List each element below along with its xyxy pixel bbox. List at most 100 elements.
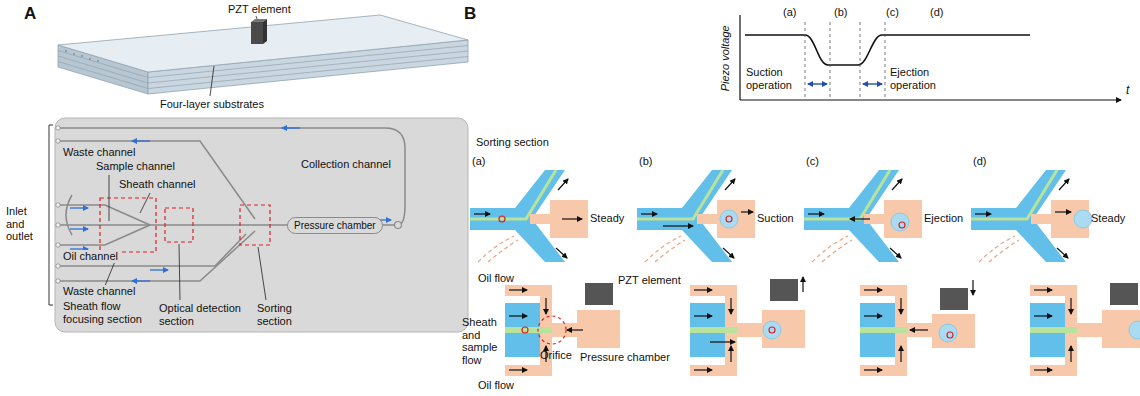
circle-shape: [56, 264, 60, 268]
label: PZT element: [618, 274, 681, 287]
pressure-chamber: [530, 200, 588, 238]
line-shape: [860, 22, 861, 100]
flow-arrow: [694, 315, 712, 316]
label: Waste channel: [62, 146, 136, 159]
label: Pressure chamber: [580, 351, 670, 364]
flow-arrow: [1034, 289, 1052, 290]
oil-channel: [478, 236, 518, 262]
line-shape: [258, 247, 266, 300]
rect-shape: [251, 22, 263, 44]
pzt-element: [940, 288, 968, 310]
flow-arrow: [556, 248, 567, 258]
flow-arrow: [725, 179, 735, 190]
path-shape: [57, 234, 246, 266]
line-shape: [808, 83, 827, 84]
flow-arrow: [802, 277, 803, 292]
circle-shape: [56, 279, 60, 283]
path-shape: [57, 231, 255, 281]
cell: [769, 327, 775, 333]
path-shape: [70, 207, 88, 208]
flow-arrow: [1070, 298, 1071, 314]
flow-arrow: [975, 213, 991, 214]
sample-stream: [971, 170, 1057, 219]
path-shape: [282, 127, 300, 128]
path-shape: [57, 205, 150, 225]
sample-stream: [804, 170, 890, 219]
label: Sorting section: [256, 302, 304, 327]
flow-arrow: [850, 218, 870, 219]
flow-arrow: [723, 248, 734, 258]
label: Suction: [757, 212, 794, 225]
flow-arrow: [562, 218, 582, 219]
label: Steady: [590, 212, 624, 225]
circle-shape: [56, 139, 60, 143]
flow-arrow: [474, 213, 490, 214]
rect-shape: [55, 118, 468, 332]
line-shape: [109, 175, 110, 221]
oil-channel: [979, 236, 1019, 262]
rect-shape: [165, 208, 193, 242]
path-shape: [57, 128, 405, 225]
label: (d): [973, 155, 986, 168]
flow-arrow: [545, 298, 546, 314]
orifice: [1077, 323, 1103, 337]
label: Sheath and sample flow: [462, 316, 504, 367]
polygon-shape: [58, 15, 468, 72]
flow-arrow: [641, 213, 657, 214]
label: Four-layer substrates: [160, 98, 264, 111]
flow-arrow: [892, 179, 902, 190]
flow-arrow: [900, 346, 901, 362]
sample-stream: [505, 327, 552, 333]
pzt-element: [1110, 283, 1138, 305]
path-shape: [49, 125, 53, 305]
flow-arrow: [1057, 248, 1068, 258]
label: Sorting section: [476, 136, 549, 149]
substrate: [58, 15, 468, 94]
circle-shape: [56, 243, 60, 247]
path-shape: [132, 280, 150, 281]
circle-shape: [97, 60, 99, 62]
cell: [499, 216, 505, 222]
circle-shape: [89, 58, 91, 60]
line-shape: [179, 244, 180, 300]
label: (a): [783, 6, 796, 19]
label: (c): [806, 155, 819, 168]
g-shape: [100, 66, 266, 300]
flow-arrow: [890, 248, 901, 258]
flow-arrow: [910, 329, 928, 330]
flow-arrow: [509, 289, 527, 290]
circle-shape: [56, 223, 60, 227]
line-shape: [885, 22, 886, 100]
cell: [899, 222, 905, 228]
flow-arrow: [864, 289, 882, 290]
g-shape: [56, 126, 60, 283]
flow-arrow: [864, 369, 882, 370]
label: Sheath flow focusing section: [62, 300, 154, 325]
oil-channel: [690, 365, 737, 376]
label: Oil channel: [62, 250, 119, 263]
label: Optical detection section: [158, 302, 254, 327]
cell: [726, 216, 732, 222]
label: (d): [930, 6, 943, 19]
sample-stream: [1030, 327, 1077, 333]
cell: [522, 327, 528, 333]
pressure-chamber: [932, 314, 975, 348]
flow-arrow: [567, 329, 583, 330]
line-shape: [805, 22, 806, 100]
flow-arrow: [694, 369, 712, 370]
line-shape: [863, 83, 882, 84]
flow-arrow: [1059, 179, 1069, 190]
label: (c): [886, 6, 899, 19]
sorting-panels: [470, 170, 1140, 376]
flow-arrow: [558, 179, 568, 190]
label: Sheath channel: [118, 178, 196, 191]
label: Suction operation: [746, 66, 804, 91]
flow-arrow: [900, 298, 901, 314]
circle-shape: [56, 126, 60, 130]
path-shape: [745, 35, 1030, 65]
circle-shape: [73, 53, 75, 55]
flow-arrow: [741, 211, 753, 212]
line-shape: [58, 51, 148, 78]
label: (a): [472, 155, 485, 168]
circle-shape: [395, 222, 402, 229]
